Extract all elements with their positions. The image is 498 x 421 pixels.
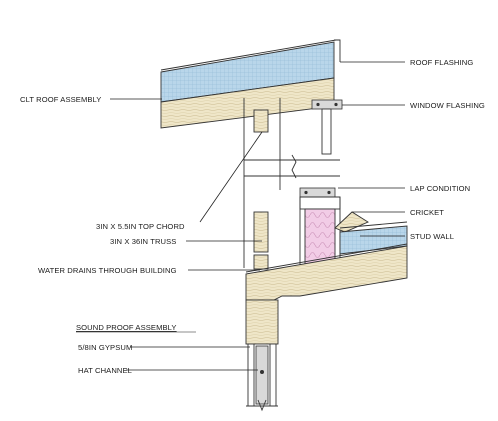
lower-wall-panel bbox=[245, 299, 279, 345]
top-chord-block bbox=[253, 109, 269, 133]
lower-wall bbox=[245, 299, 279, 412]
label-roof-flashing: ROOF FLASHING bbox=[410, 58, 473, 67]
cricket bbox=[334, 211, 369, 233]
window-flashing bbox=[311, 99, 343, 155]
leader-lines bbox=[110, 61, 405, 371]
label-hat-channel: HAT CHANNEL bbox=[78, 366, 132, 375]
roof-flashing bbox=[334, 39, 341, 62]
truss-lower-block bbox=[253, 211, 269, 253]
label-truss: 3IN X 36IN TRUSS bbox=[110, 237, 176, 246]
label-cricket: CRICKET bbox=[410, 208, 444, 217]
truss-column bbox=[243, 98, 340, 270]
clt-roof-assembly bbox=[160, 39, 341, 129]
label-lap-condition: LAP CONDITION bbox=[410, 184, 470, 193]
hat-channel bbox=[255, 345, 269, 405]
label-clt-roof-assembly: CLT ROOF ASSEMBLY bbox=[20, 95, 101, 104]
label-sound-proof-assembly: SOUND PROOF ASSEMBLY bbox=[76, 323, 177, 332]
label-top-chord: 3IN X 5.5IN TOP CHORD bbox=[96, 222, 185, 231]
label-water-drains: WATER DRAINS THROUGH BUILDING bbox=[38, 266, 177, 275]
truss-bearing-block bbox=[253, 254, 269, 270]
label-gypsum: 5/8IN GYPSUM bbox=[78, 343, 132, 352]
label-window-flashing: WINDOW FLASHING bbox=[410, 101, 485, 110]
label-stud-wall: STUD WALL bbox=[410, 232, 454, 241]
